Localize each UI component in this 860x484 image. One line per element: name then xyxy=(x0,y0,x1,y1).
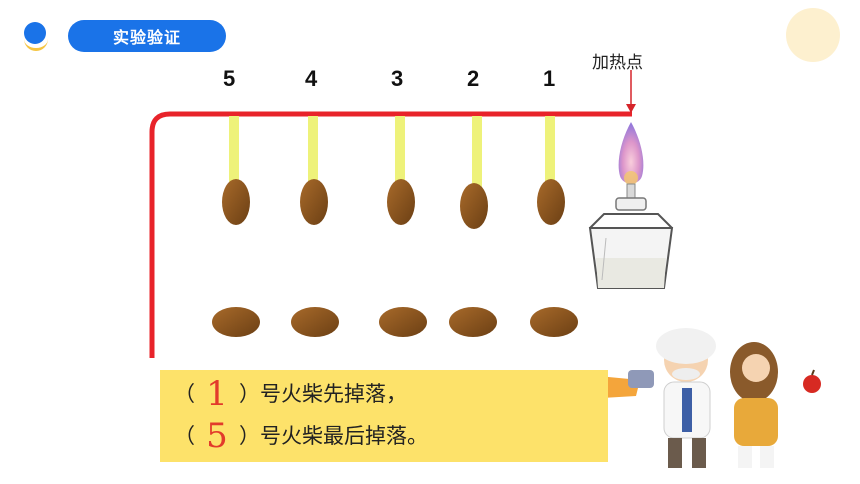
match-head-fallen xyxy=(379,307,427,337)
answer-box: （ 1 ）号火柴先掉落， （ 5 ）号火柴最后掉落。 xyxy=(160,370,608,462)
match-head-fallen xyxy=(291,307,339,337)
metal-rod xyxy=(149,111,632,358)
match-head-fallen xyxy=(530,307,578,337)
match-number-2: 2 xyxy=(467,66,480,91)
alcohol-lamp xyxy=(588,122,674,289)
match-head-hanging xyxy=(387,179,415,225)
match-head-hanging xyxy=(222,179,250,225)
answer-line-2-text: ）号火柴最后掉落。 xyxy=(239,424,428,448)
flame xyxy=(618,122,644,184)
corner-arc-decoration xyxy=(24,28,48,51)
answer-line-1: （ 1 ）号火柴先掉落， xyxy=(174,374,407,414)
answer-first-drop: 1 xyxy=(206,374,228,414)
answer-line-1-text: ）号火柴先掉落， xyxy=(239,382,407,406)
wax-stick xyxy=(545,116,555,186)
wax-stick xyxy=(229,116,239,186)
paren-open: （ xyxy=(174,424,195,448)
answer-line-2: （ 5 ）号火柴最后掉落。 xyxy=(174,416,428,456)
match-number-5: 5 xyxy=(223,66,236,91)
match-head-fallen xyxy=(212,307,260,337)
match-number-4: 4 xyxy=(305,66,318,91)
wax-stick xyxy=(472,116,482,191)
heat-arrow-head xyxy=(626,104,636,113)
page-title: 实验验证 xyxy=(68,20,226,52)
match-head-hanging xyxy=(460,183,488,229)
heat-point-label: 加热点 xyxy=(592,53,643,73)
corner-circle-decoration xyxy=(786,8,840,62)
match-number-3: 3 xyxy=(391,66,404,91)
answer-last-drop: 5 xyxy=(206,416,228,456)
match-head-fallen xyxy=(449,307,497,337)
paren-open: （ xyxy=(174,382,195,406)
cartoon-scientists xyxy=(598,328,821,468)
match-head-hanging xyxy=(537,179,565,225)
match-number-1: 1 xyxy=(543,66,556,91)
wax-stick xyxy=(308,116,318,186)
wax-stick xyxy=(395,116,405,186)
match-head-hanging xyxy=(300,179,328,225)
